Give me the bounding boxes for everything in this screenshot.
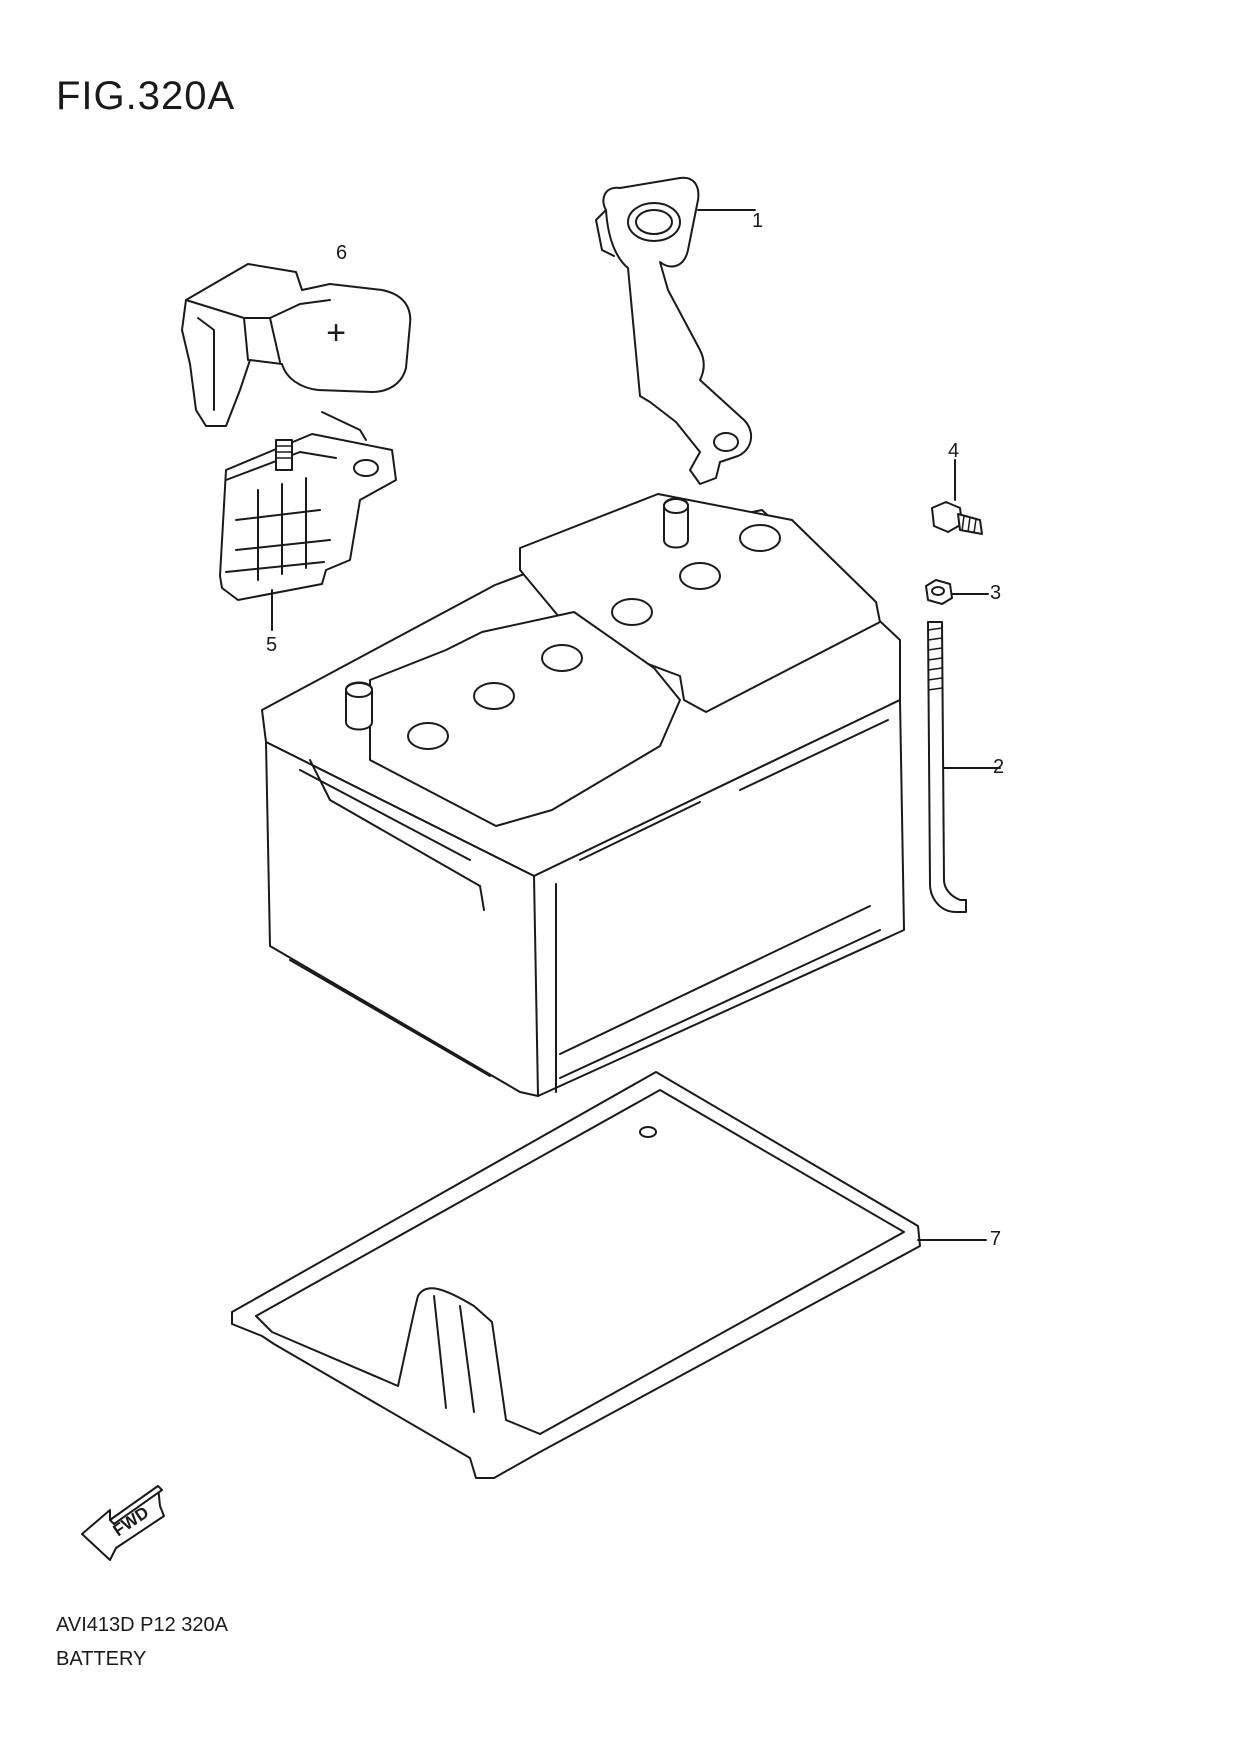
footer-name: BATTERY	[56, 1648, 147, 1670]
part-7-battery-tray[interactable]	[232, 1072, 986, 1478]
footer-code: AVI413D P12 320A	[56, 1614, 228, 1636]
figure-title: FIG.320A	[56, 74, 236, 118]
fwd-arrow-icon	[82, 1486, 164, 1560]
cover-plus-mark: +	[326, 314, 346, 352]
battery-body	[262, 494, 904, 1096]
part-4-bolt[interactable]	[932, 460, 982, 534]
part-3-nut[interactable]	[926, 580, 988, 604]
callout-2: 2	[993, 756, 1005, 778]
part-2-hold-down-rod[interactable]	[928, 622, 1000, 912]
callout-3: 3	[990, 582, 1002, 604]
part-5-terminal-block[interactable]	[220, 412, 396, 630]
callout-1: 1	[752, 210, 764, 232]
callout-5: 5	[266, 634, 278, 656]
callout-7: 7	[990, 1228, 1002, 1250]
part-1-clamp[interactable]	[596, 178, 755, 484]
callout-4: 4	[948, 440, 960, 462]
callout-6: 6	[336, 242, 348, 264]
part-6-terminal-cover[interactable]	[182, 264, 410, 426]
